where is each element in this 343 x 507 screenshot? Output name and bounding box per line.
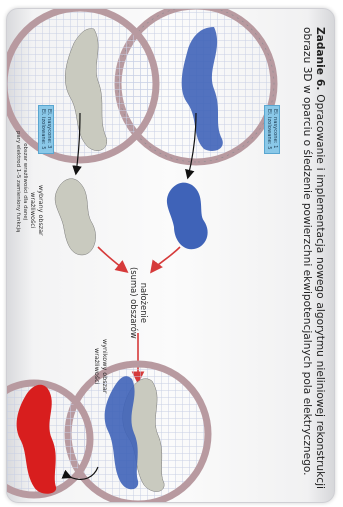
circle-result — [7, 383, 90, 495]
label-resulting-line2: wrażliwości — [93, 339, 101, 393]
badge-top-line1: El. nasycone: 1 — [272, 109, 278, 150]
diagram: El. nasycone: 1 El. izolowane: 5 El. nas… — [7, 9, 284, 502]
badge-top: El. nasycone: 1 El. izolowane: 5 — [264, 105, 280, 154]
label-overlay: nałożenie (suma) obszarów — [129, 267, 148, 339]
task-heading-lead: Zadanie 6. — [314, 27, 326, 90]
badge-bottom: El. nasycone: 3 El. izolowane: 5 — [38, 105, 54, 154]
label-note-line1: obszar wrażliwości dla danej — [22, 131, 29, 232]
badge-bottom-line2: El. izolowane: 5 — [40, 109, 46, 150]
label-note: obszar wrażliwości dla danej pary elektr… — [15, 131, 28, 232]
label-overlay-line2: (suma) obszarów — [129, 267, 139, 339]
badge-bottom-line1: El. nasycone: 3 — [46, 109, 52, 150]
slide-card: Zadanie 6. Opracowanie i implementacja n… — [6, 8, 335, 503]
extracted-blue-shape — [167, 183, 208, 250]
label-selected: wybrany obszar wrażliwości — [29, 185, 44, 236]
task-heading-text: Opracowanie i implementacja nowego algor… — [302, 27, 327, 489]
label-selected-line1: wybrany obszar — [37, 185, 45, 236]
label-resulting-line1: wynikowy obszar — [101, 339, 109, 393]
circle-sensor-bottom — [7, 9, 156, 160]
arrow-red-bottom — [98, 247, 126, 271]
task-heading: Zadanie 6. Opracowanie i implementacja n… — [301, 27, 326, 489]
label-note-line2: pary elektrod 1–5 zamieniony funkcją — [15, 131, 22, 232]
diagram-graphics — [7, 9, 284, 502]
extracted-gray-shape — [55, 179, 96, 255]
label-overlay-line1: nałożenie — [139, 267, 149, 339]
label-resulting: wynikowy obszar wrażliwości — [93, 339, 108, 393]
arrow-red-top — [152, 247, 180, 271]
badge-top-line2: El. izolowane: 5 — [266, 109, 272, 150]
label-selected-line2: wrażliwości — [29, 185, 37, 236]
slide-content: Zadanie 6. Opracowanie i implementacja n… — [7, 9, 334, 502]
